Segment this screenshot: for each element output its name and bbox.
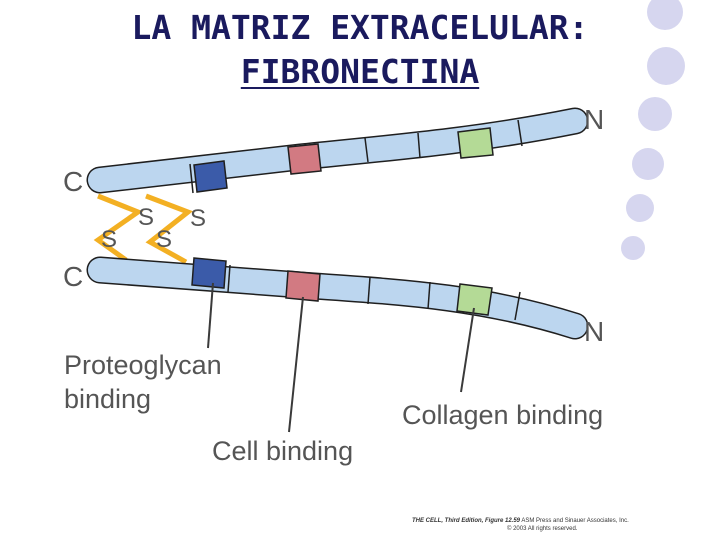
disulfide-bonds: [93, 193, 194, 265]
chain-segment-divider: [514, 291, 521, 321]
terminal-n-bottom: N: [584, 316, 604, 347]
slide-title: LA MATRIZ EXTRACELULAR: FIBRONECTINA: [0, 6, 720, 94]
sulfur-label: S: [138, 204, 154, 231]
sulfur-label: S: [156, 226, 172, 253]
chain-bottom-fill: [88, 258, 587, 338]
terminal-c-top: C: [63, 166, 83, 197]
fibronectin-chain-bottom: [86, 256, 589, 340]
disulfide-bond-left: [93, 193, 144, 263]
title-line-1: LA MATRIZ EXTRACELULAR:: [131, 8, 589, 47]
cell-binding-label: Cell binding: [212, 436, 353, 466]
credit-publisher: ASM Press and Sinauer Associates, Inc.: [521, 518, 629, 524]
proteoglycan-binding-label-line2: binding: [64, 384, 151, 414]
cell-binding-domain-top: [287, 143, 322, 175]
sulfur-label: S: [101, 226, 117, 253]
leader-line-cell: [288, 296, 304, 433]
chain-segment-divider: [189, 163, 194, 194]
decor-circle: [621, 236, 645, 260]
proteoglycan-binding-label-line1: Proteoglycan: [64, 350, 222, 380]
collagen-binding-label: Collagen binding: [402, 400, 603, 430]
leader-lines: [207, 282, 475, 433]
credit-copyright: © 2003 All rights reserved.: [507, 526, 578, 532]
leader-line-proteoglycan: [207, 282, 214, 349]
title-line-2: FIBRONECTINA: [240, 52, 480, 91]
terminal-c-bottom: C: [63, 261, 83, 292]
chain-segment-divider: [417, 132, 421, 159]
leader-line-collagen: [460, 307, 475, 393]
credit-book: THE CELL, Third Edition, Figure 12.59: [412, 518, 521, 524]
chain-segment-divider: [364, 137, 369, 163]
decor-circle: [632, 148, 664, 180]
chain-segment-divider: [517, 119, 523, 147]
chain-segment-divider: [227, 264, 231, 293]
disulfide-bond-right: [145, 193, 194, 265]
decor-circle: [626, 194, 654, 222]
chain-segment-divider: [367, 276, 371, 305]
chain-segment-divider: [427, 281, 431, 310]
chain-top-fill: [88, 109, 587, 192]
terminal-n-top: N: [584, 104, 604, 135]
decor-circle: [647, 0, 683, 30]
figure-credit: THE CELL, Third Edition, Figure 12.59 AS…: [412, 517, 712, 533]
cell-binding-domain-bottom: [285, 270, 321, 302]
proteoglycan-binding-domain-top: [193, 160, 228, 193]
collagen-binding-domain-bottom: [456, 283, 493, 316]
collagen-binding-domain-top: [457, 127, 494, 159]
sulfur-label: S: [190, 205, 206, 232]
proteoglycan-binding-domain-bottom: [191, 257, 227, 289]
decor-circle: [647, 47, 685, 85]
decor-circle: [638, 97, 672, 131]
fibronectin-chain-top: [86, 107, 589, 194]
decorative-circles: [621, 0, 685, 260]
